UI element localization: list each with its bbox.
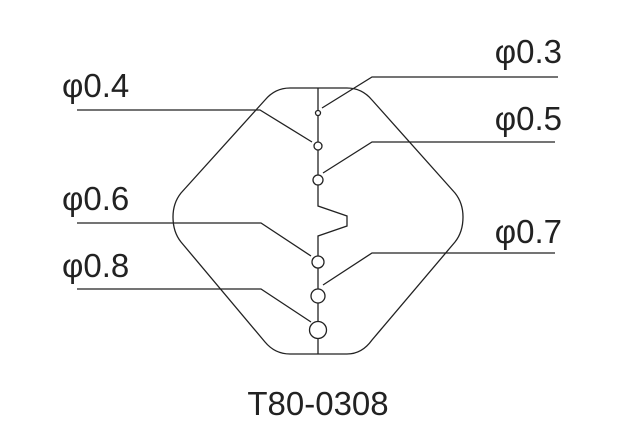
part-number-caption: T80-0308 <box>247 385 388 422</box>
leader-0.3 <box>321 76 558 109</box>
label-0.3: φ0.3 <box>495 33 562 70</box>
leader-0.4 <box>77 109 313 143</box>
die-outline <box>172 87 464 355</box>
label-0.6: φ0.6 <box>62 180 129 217</box>
hole-0.7 <box>310 288 326 304</box>
label-0.4: φ0.4 <box>62 67 129 104</box>
label-0.5: φ0.5 <box>495 100 562 137</box>
hole-0.5 <box>312 174 324 186</box>
hole-0.8 <box>308 320 328 340</box>
hole-0.6 <box>311 255 325 269</box>
center-parting-line <box>317 88 348 354</box>
hole-0.3 <box>314 109 322 117</box>
hole-0.4 <box>313 141 323 151</box>
label-0.7: φ0.7 <box>495 213 562 250</box>
leader-0.7 <box>322 252 555 286</box>
leader-0.8 <box>77 288 312 323</box>
leader-0.5 <box>322 141 555 174</box>
leader-0.6 <box>77 222 312 257</box>
label-0.8: φ0.8 <box>62 247 129 284</box>
